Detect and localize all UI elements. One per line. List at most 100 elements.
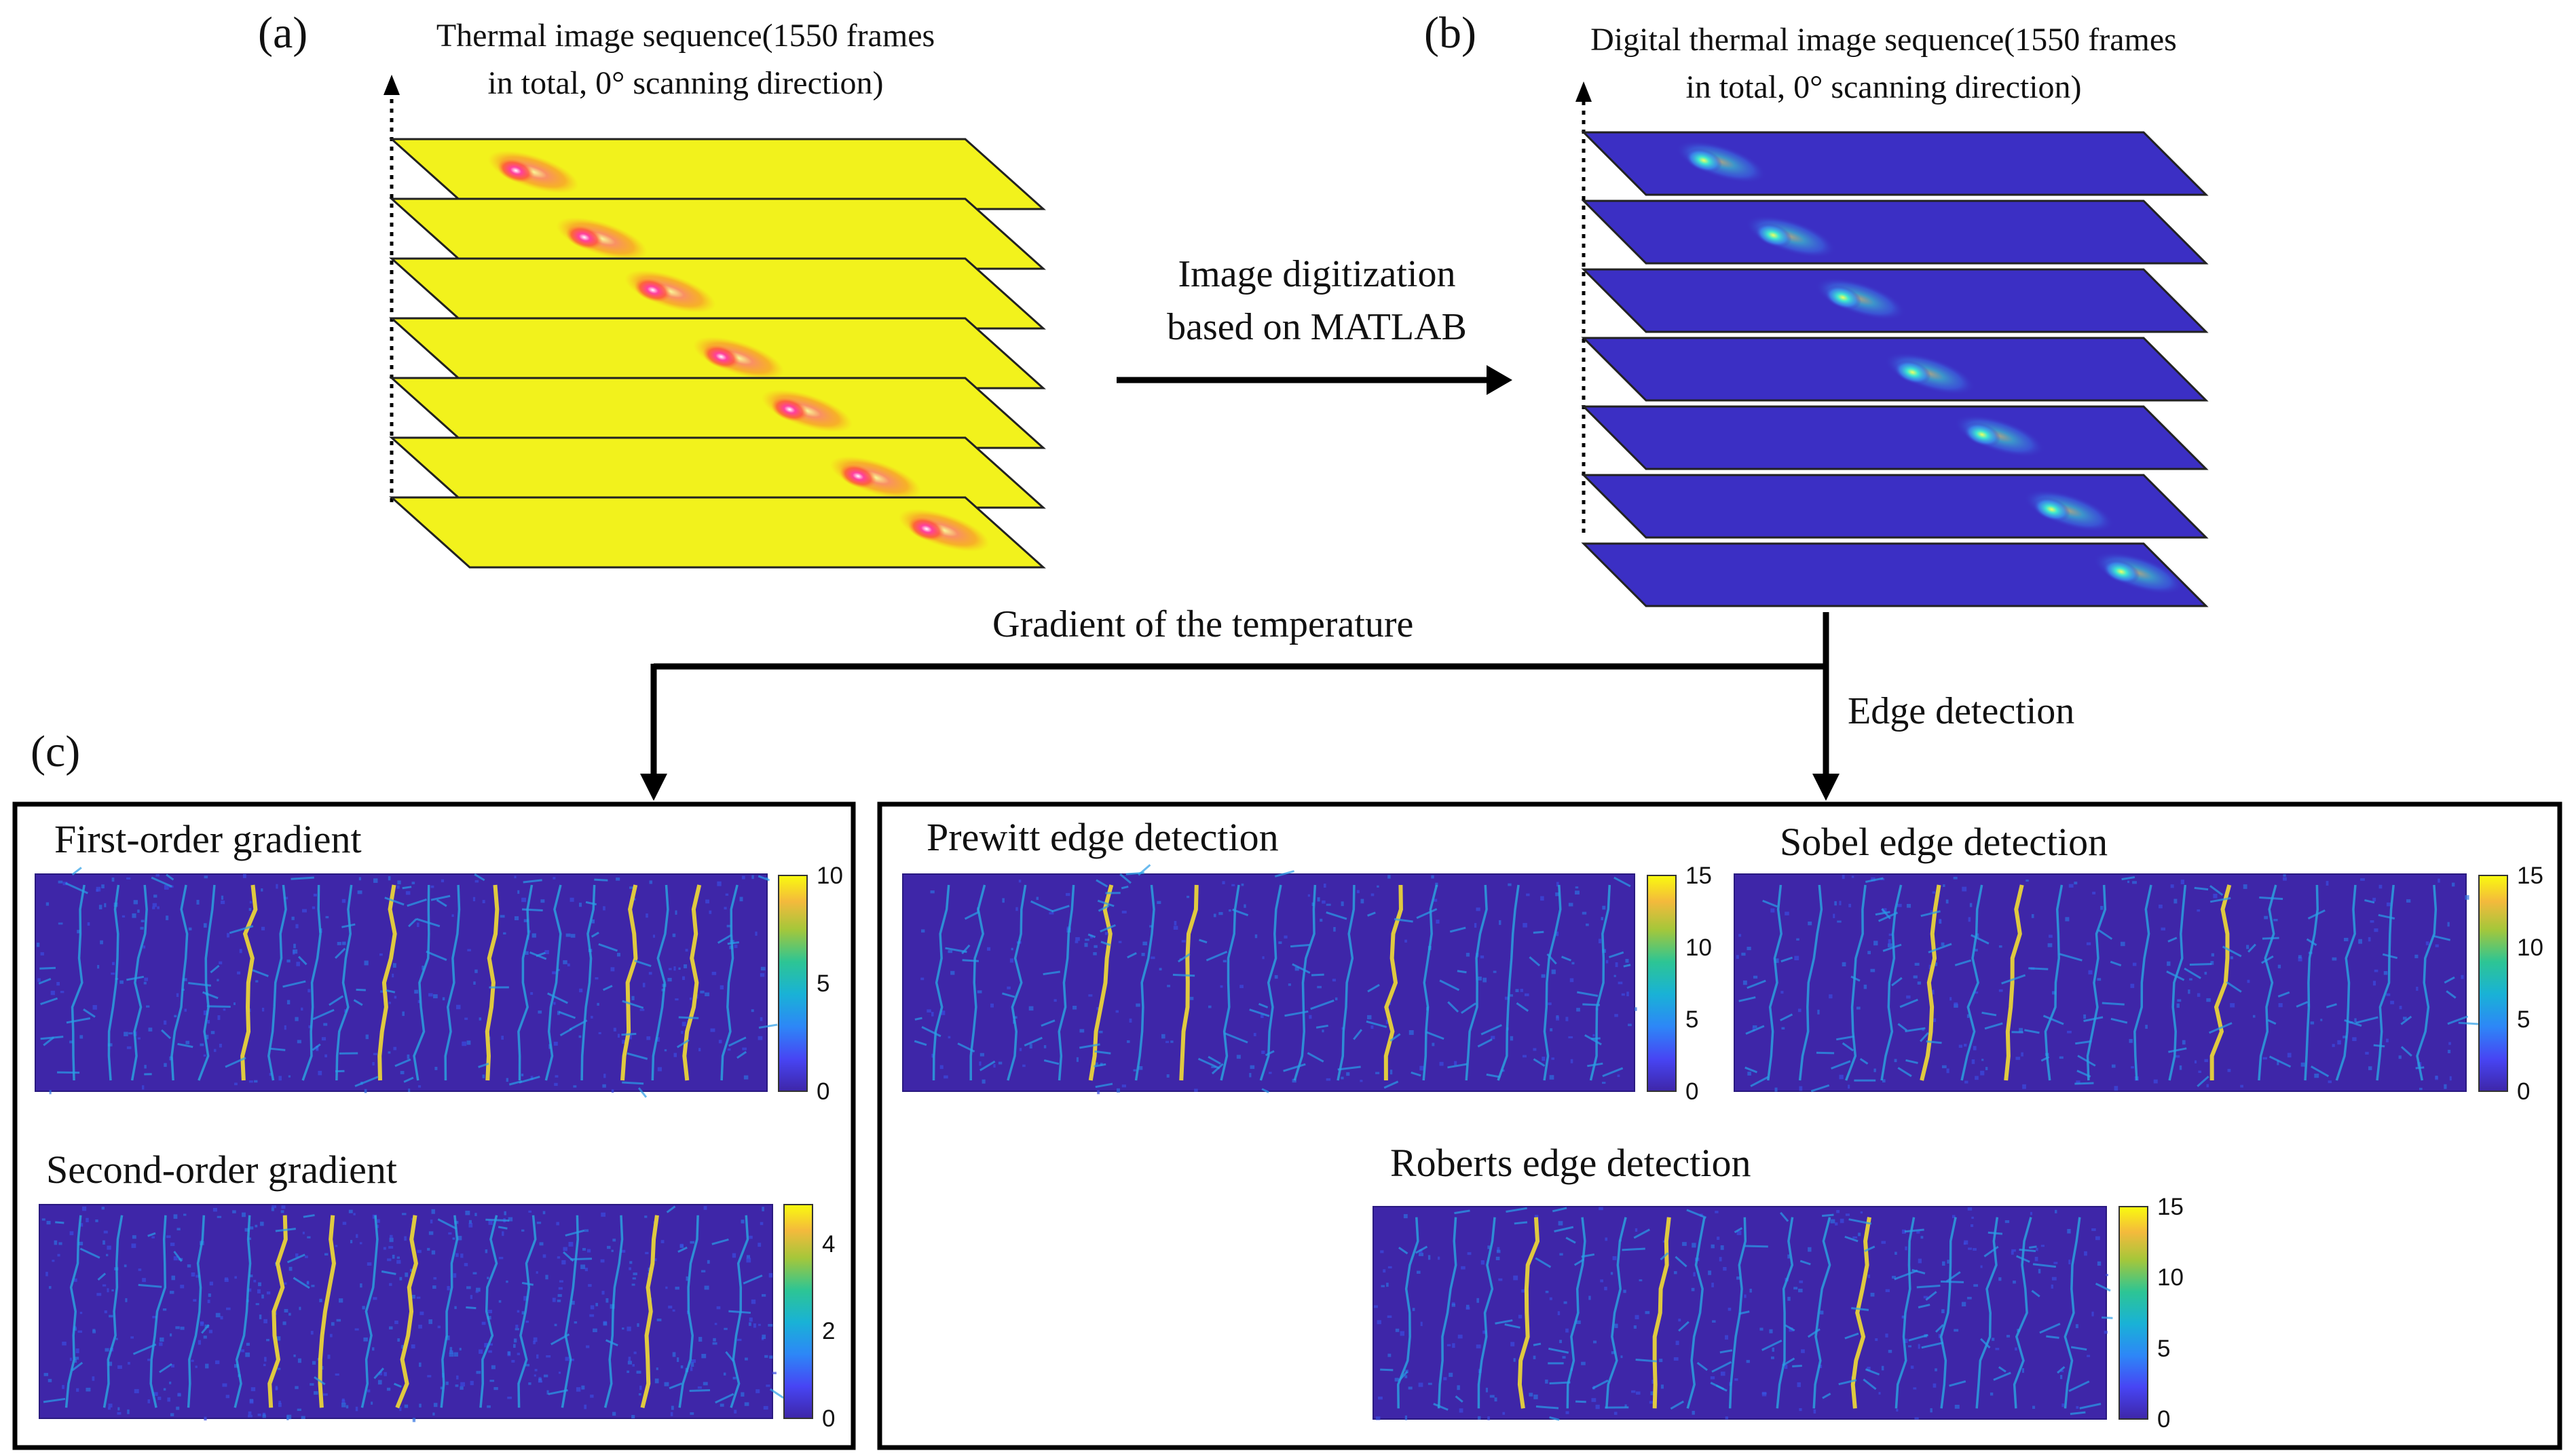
- noise-speck: [1914, 962, 1920, 966]
- noise-speck: [131, 1243, 136, 1248]
- noise-speck: [622, 1040, 627, 1044]
- noise-speck: [713, 1338, 716, 1342]
- edge-mark: [2024, 1029, 2040, 1034]
- noise-speck: [371, 1401, 373, 1405]
- noise-speck: [628, 1357, 631, 1361]
- noise-speck: [278, 1403, 282, 1407]
- noise-speck: [152, 903, 157, 907]
- noise-speck: [1489, 1395, 1495, 1398]
- noise-speck: [475, 1290, 479, 1293]
- noise-speck: [2047, 943, 2053, 947]
- noise-speck: [605, 1298, 609, 1303]
- noise-speck: [1916, 1230, 1920, 1234]
- noise-speck: [1477, 1416, 1481, 1420]
- noise-speck: [748, 1322, 751, 1326]
- colorbar-tick-label: 0: [2157, 1406, 2171, 1433]
- noise-speck: [2211, 953, 2215, 957]
- noise-speck: [392, 1254, 395, 1259]
- edge-mark: [1127, 952, 1137, 959]
- noise-speck: [1974, 949, 1978, 951]
- noise-speck: [1591, 1398, 1597, 1402]
- noise-speck: [1387, 875, 1391, 879]
- noise-speck: [1173, 926, 1178, 930]
- melt-pool-hotspot: [1963, 422, 2001, 447]
- noise-speck: [2352, 1037, 2357, 1042]
- noise-speck: [170, 1243, 175, 1247]
- noise-speck: [2406, 899, 2411, 903]
- noise-speck: [288, 1266, 293, 1271]
- edge-mark: [1865, 1368, 1880, 1376]
- edge-mark: [229, 925, 254, 934]
- noise-speck: [734, 944, 738, 948]
- edge-mark: [1002, 992, 1015, 998]
- noise-speck: [1808, 1247, 1812, 1252]
- noise-speck: [536, 1271, 538, 1274]
- edge-mark: [2076, 1070, 2091, 1078]
- noise-speck: [1842, 875, 1845, 880]
- crack-line: [517, 1215, 537, 1408]
- edge-mark: [1447, 1001, 1459, 1013]
- noise-speck: [1744, 1294, 1747, 1298]
- noise-speck: [1961, 1302, 1966, 1307]
- axis-b-arrowhead: [1575, 81, 1592, 102]
- edge-mark: [1529, 956, 1541, 967]
- edge-mark: [1894, 1269, 1918, 1281]
- edge-mark: [225, 1057, 246, 1068]
- noise-speck: [998, 1061, 1003, 1065]
- noise-speck: [654, 1258, 657, 1262]
- noise-speck: [1383, 1269, 1386, 1273]
- noise-speck: [417, 1249, 422, 1253]
- noise-speck: [205, 1034, 209, 1040]
- noise-speck: [1094, 945, 1098, 948]
- crack-line: [413, 884, 430, 1081]
- noise-speck: [419, 1311, 424, 1315]
- noise-speck: [1633, 1325, 1637, 1329]
- noise-speck: [1474, 923, 1477, 928]
- noise-speck: [257, 1289, 261, 1293]
- noise-speck: [293, 949, 298, 954]
- noise-speck: [460, 1253, 464, 1258]
- edge-mark: [727, 941, 739, 945]
- noise-speck: [1322, 1029, 1324, 1033]
- noise-speck: [1568, 1036, 1573, 1039]
- noise-speck: [449, 1350, 453, 1354]
- edge-mark: [43, 1397, 66, 1403]
- noise-speck: [2188, 989, 2190, 994]
- noise-speck: [732, 1376, 736, 1380]
- noise-speck: [198, 1340, 202, 1345]
- noise-speck: [672, 1352, 676, 1357]
- crack-line: [335, 884, 353, 1081]
- noise-speck: [146, 1005, 150, 1008]
- noise-speck: [341, 1399, 346, 1403]
- colorbar-tick-label: 5: [2517, 1006, 2531, 1033]
- noise-speck: [62, 882, 68, 886]
- noise-speck: [536, 1222, 542, 1224]
- edge-mark: [2222, 945, 2242, 958]
- noise-speck: [248, 1080, 253, 1083]
- noise-speck: [1662, 1240, 1666, 1243]
- edge-mark: [637, 1087, 648, 1098]
- edge-mark: [559, 1010, 576, 1019]
- noise-speck: [259, 1315, 262, 1319]
- edge-mark: [1516, 1002, 1529, 1012]
- noise-speck: [1842, 962, 1846, 967]
- noise-speck: [1508, 883, 1512, 886]
- edge-mark: [1533, 1058, 1546, 1067]
- noise-speck: [1894, 1251, 1897, 1255]
- noise-speck: [346, 1405, 349, 1409]
- noise-speck: [2036, 1247, 2038, 1251]
- noise-speck: [1975, 1076, 1979, 1080]
- noise-speck: [1467, 1252, 1472, 1255]
- edge-mark: [1079, 1043, 1100, 1049]
- noise-speck: [217, 1215, 222, 1218]
- noise-speck: [487, 1277, 489, 1279]
- noise-speck: [1693, 1272, 1696, 1277]
- noise-speck: [1249, 1073, 1252, 1078]
- noise-speck: [1946, 1068, 1949, 1074]
- edge-mark: [1337, 1065, 1361, 1071]
- noise-speck: [327, 1355, 331, 1359]
- noise-speck: [1605, 960, 1609, 964]
- noise-speck: [1098, 1030, 1103, 1034]
- noise-speck: [751, 1299, 756, 1304]
- edge-mark: [2458, 1021, 2482, 1025]
